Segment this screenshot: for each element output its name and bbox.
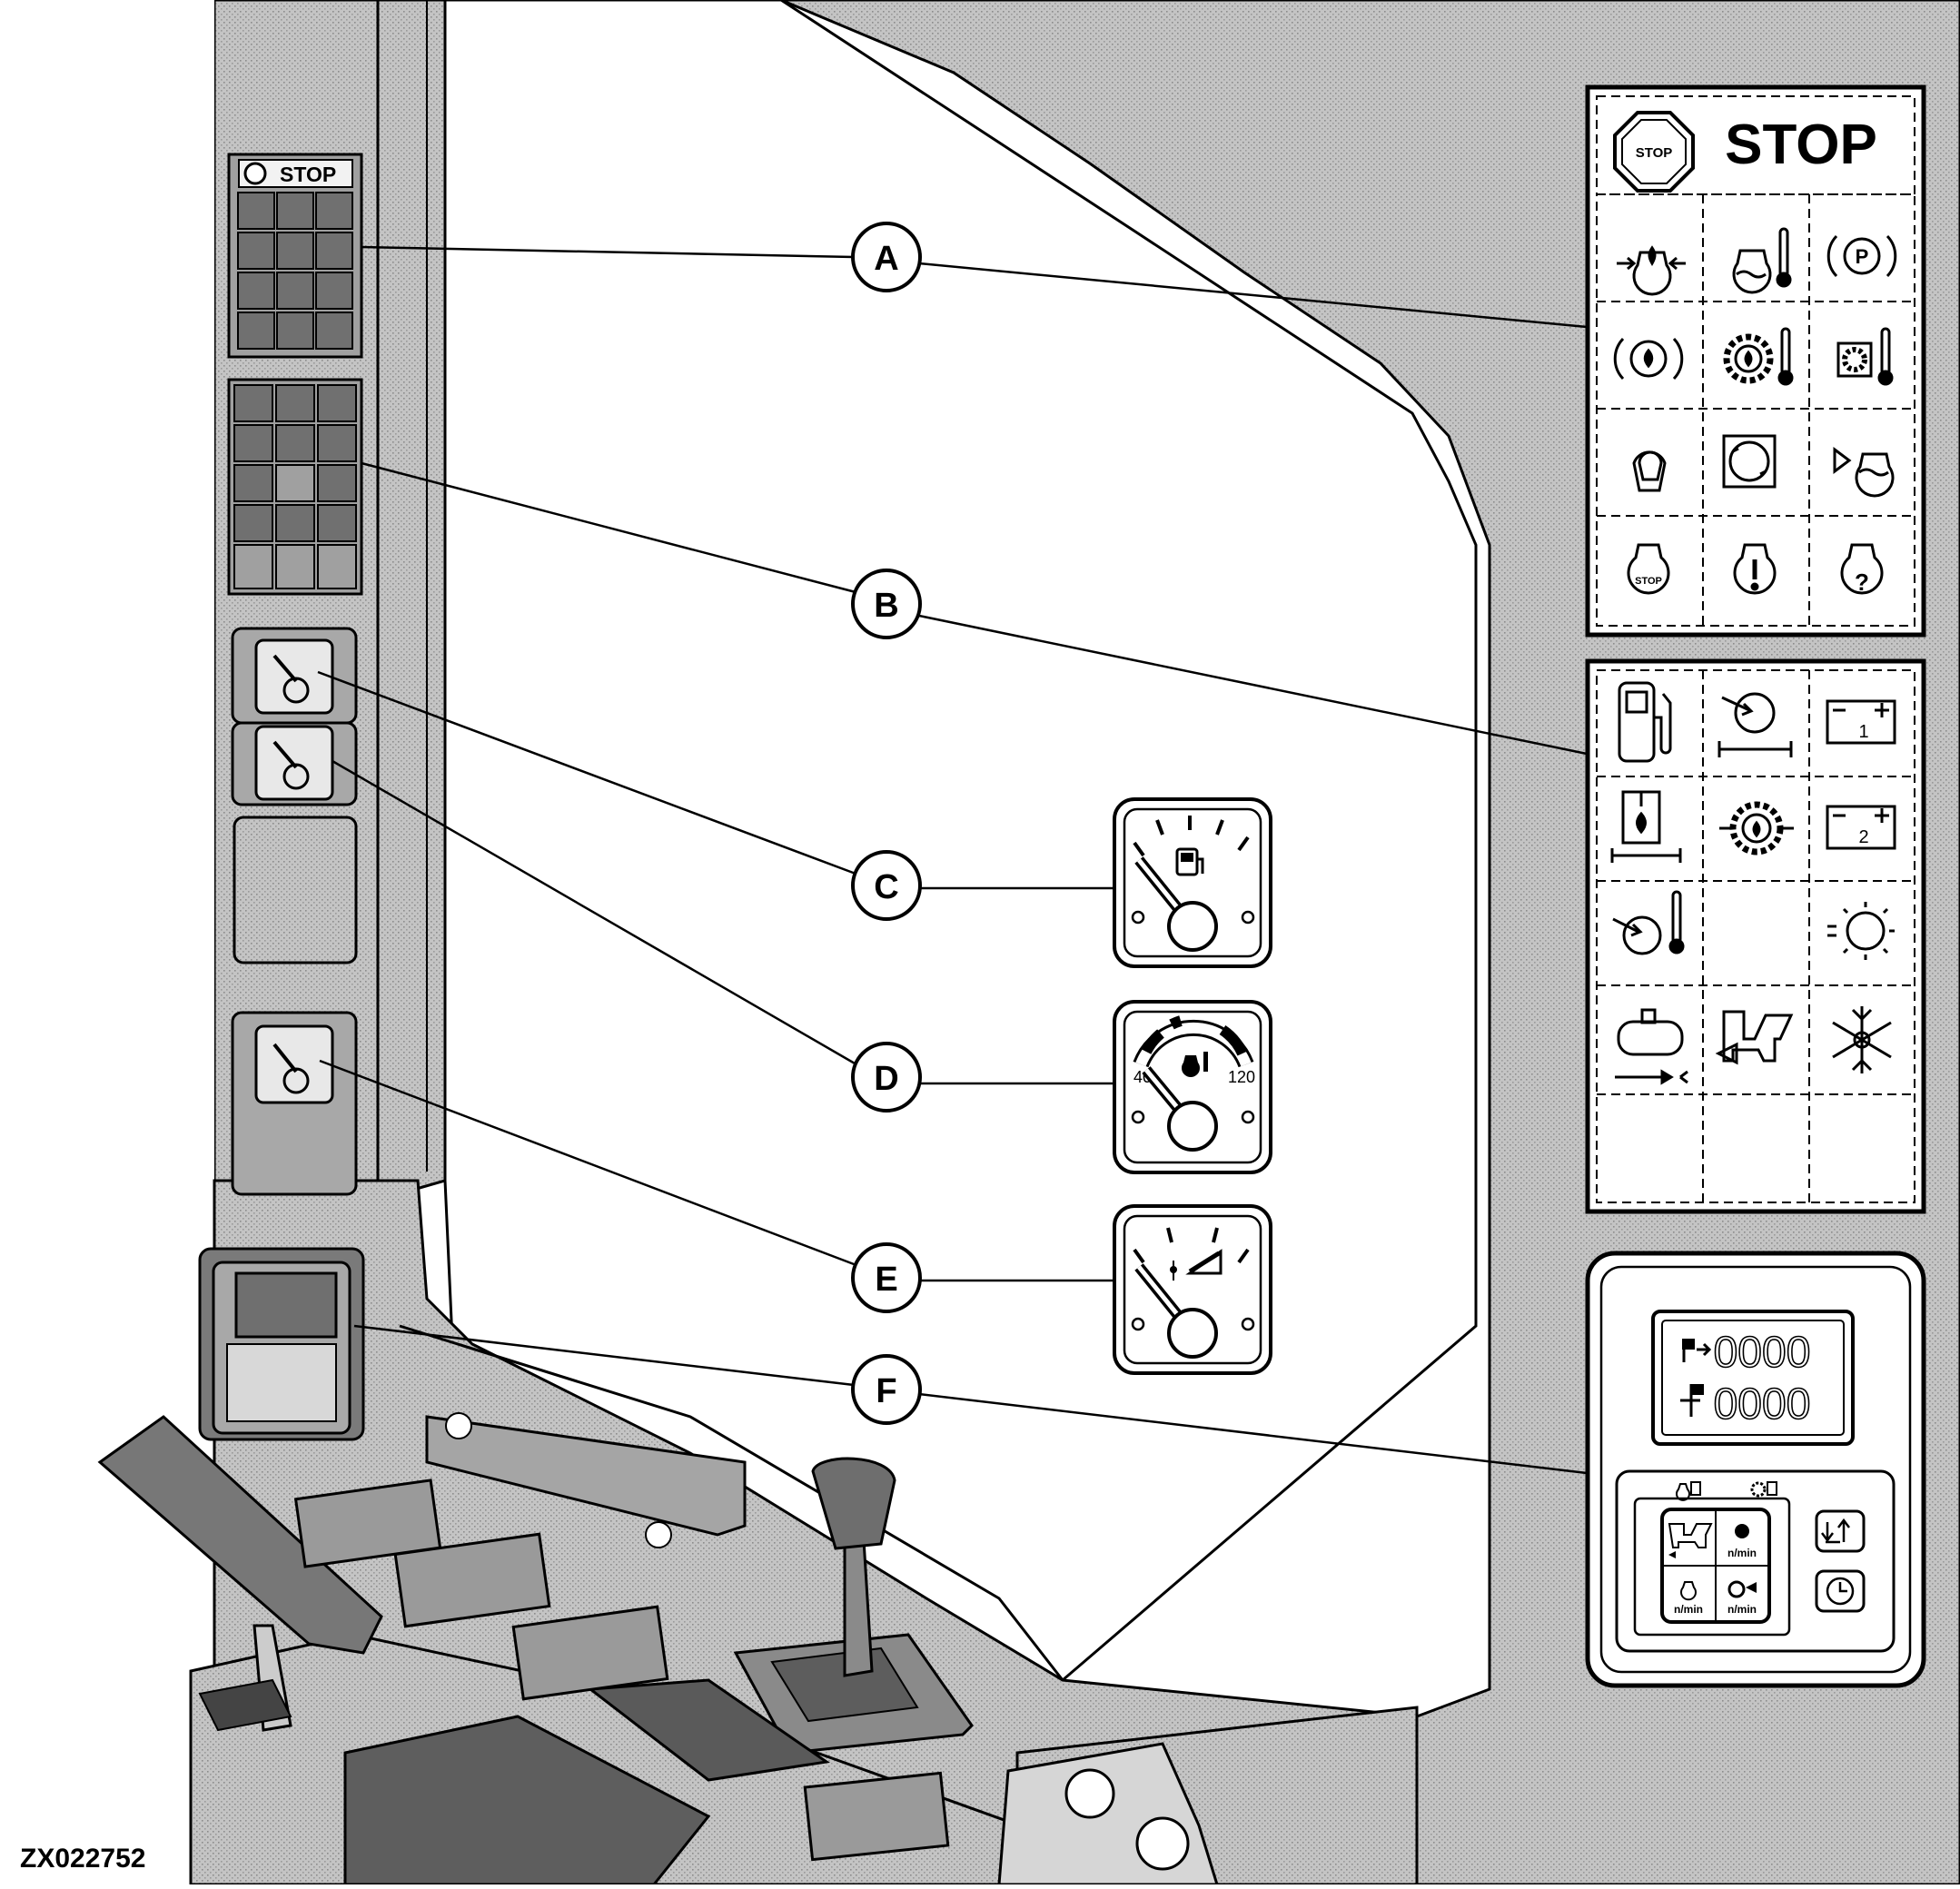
rear-axle-temperature-icon [1717,692,1793,757]
monitor-readout-1: 0000 [1714,1329,1811,1377]
loader-float-icon [1715,1010,1794,1065]
monitor-readout-2: 0000 [1714,1380,1811,1429]
battery-1-label: 1 [1858,722,1868,742]
work-lights-icon [1827,902,1895,960]
engine-check-icon [1722,434,1777,489]
leader-lines [317,245,1588,1475]
coolant-temperature-gauge: 40 120 [1113,1000,1272,1174]
stop-sign-text: STOP [1636,145,1673,161]
pillar-stop-label: STOP [280,163,336,186]
callout-a-label: A [874,240,898,278]
engine-oil-pressure-icon [1617,245,1686,296]
figure-reference-id: ZX022752 [20,1844,146,1874]
battery-2-label: 2 [1858,827,1868,847]
pillar-monitor [198,1247,365,1441]
park-brake-icon: P [1826,234,1897,278]
keypad-rpm-label-2: n/min [1674,1603,1703,1616]
coolant-scale-max: 120 [1228,1068,1255,1086]
stop-label: STOP [1725,114,1877,176]
engine-coolant-temperature-icon [1732,227,1792,294]
svg-text:P: P [1856,245,1869,268]
display-monitor-detail: 0000 0000 n/min n/min n/min [1585,1251,1926,1688]
pillar-indicator-panel [227,378,363,596]
battery-1-icon: 1 [1826,699,1896,745]
callout-f: F [851,1354,922,1425]
callout-f-label: F [876,1372,896,1410]
keypad-rpm-label-1: n/min [1727,1547,1757,1559]
brake-pressure-icon [1613,337,1684,381]
fuel-level-icon [1618,681,1672,763]
air-filter-icon [1632,450,1667,492]
transmission-oil-temperature-icon [1723,327,1794,386]
fuel-gauge [1113,797,1272,968]
callout-d-label: D [874,1060,898,1098]
air-conditioning-icon [1832,1006,1892,1073]
callout-c-label: C [874,868,898,906]
engine-stop-icon: STOP [1627,543,1670,595]
keypad-rpm-label-3: n/min [1727,1603,1757,1616]
callout-b-label: B [874,587,898,625]
battery-2-icon: 2 [1826,805,1896,850]
coolant-level-icon [1833,447,1895,498]
torque-converter-oil-temperature-gauge [1113,1204,1272,1375]
hydraulic-filter-icon [1610,790,1682,863]
callout-e: E [851,1242,922,1313]
callout-c: C [851,850,922,921]
preheater-icon [1615,1008,1688,1085]
callout-b: B [851,569,922,639]
engine-diagnostic-icon: ? [1840,543,1884,596]
engine-warning-icon [1733,543,1777,595]
warning-panel-detail: STOP STOP P [1585,84,1926,638]
pillar-gauges [231,627,358,1196]
hydraulic-oil-temperature-icon [1836,327,1894,386]
callout-a: A [851,222,922,292]
callout-d: D [851,1042,922,1113]
transmission-filter-icon [1719,801,1794,855]
engine-stop-text: STOP [1635,576,1662,587]
pillar-warning-panel: STOP [227,153,363,359]
axle-oil-temperature-icon [1612,890,1685,955]
question-mark: ? [1855,569,1869,596]
indicator-panel-detail: 1 2 [1585,658,1926,1214]
callout-e-label: E [875,1261,897,1299]
